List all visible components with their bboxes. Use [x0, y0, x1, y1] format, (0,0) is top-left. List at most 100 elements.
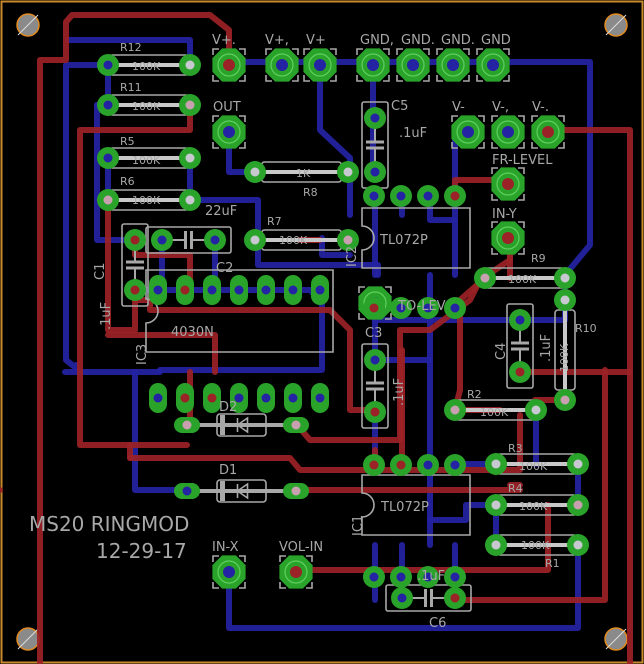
connector-label: IN-Y [492, 207, 517, 222]
pad-hole [315, 285, 325, 295]
ref-label: C6 [429, 616, 446, 631]
pad-hole [207, 285, 217, 295]
connector-hole [223, 566, 235, 578]
connector-hole [502, 232, 514, 244]
pad-hole [369, 191, 379, 201]
ref-label: IC2 [345, 246, 360, 267]
connector-outline [436, 48, 470, 82]
connector-ring [401, 53, 425, 77]
connector-label: TO-LEV [397, 299, 446, 314]
value-label: 100K [519, 500, 548, 513]
resistor-labels: R12 100K R11 100K R5 100K R6 100K R8 1K … [120, 41, 597, 570]
value-label: .1uF [417, 569, 445, 584]
diode-band [220, 481, 225, 501]
ref-label: R12 [120, 41, 142, 54]
ref-label: R7 [267, 215, 282, 228]
pad-hole [234, 393, 244, 403]
value-label: 100K [558, 343, 571, 372]
diode-body [216, 413, 267, 437]
pad-hole [396, 460, 406, 470]
connector-hole [462, 126, 474, 138]
pad-hole [450, 405, 460, 415]
ref-label: R2 [467, 388, 482, 401]
connector-label: V+, [265, 33, 289, 48]
pad-hole [396, 572, 406, 582]
pad-hole [423, 572, 433, 582]
value-label: 1K [296, 167, 311, 180]
pad-hole [573, 500, 583, 510]
mounting-hole-icon [16, 627, 40, 651]
ref-label: R6 [120, 175, 135, 188]
value-label: 22uF [205, 204, 237, 219]
connector-outline [396, 48, 430, 82]
pad-hole [343, 167, 353, 177]
connector-ring [308, 53, 332, 77]
pad-hole [250, 235, 260, 245]
ref-label: R4 [508, 482, 523, 495]
pad-hole [130, 235, 140, 245]
pad-hole [291, 486, 301, 496]
board-date: 12-29-17 [96, 539, 187, 563]
connector-ring [456, 120, 480, 144]
pad-hole [130, 285, 140, 295]
pad-hole [234, 285, 244, 295]
value-label: .1uF [99, 302, 114, 330]
connector-ring [217, 560, 241, 584]
diode-band [220, 415, 225, 435]
pad-hole [185, 60, 195, 70]
ref-label: D1 [219, 463, 237, 478]
connector-label: VOL-IN [279, 540, 323, 555]
ref-label: R8 [303, 186, 318, 199]
pad-hole [180, 285, 190, 295]
connector-label: V-, [492, 100, 509, 115]
connector-outline [212, 115, 246, 149]
connector-label: GND. [441, 33, 475, 48]
pad-hole [157, 235, 167, 245]
ref-label: C5 [391, 99, 408, 114]
pad-hole [261, 285, 271, 295]
ref-label: C2 [216, 261, 233, 276]
connector-ring [284, 560, 308, 584]
ref-label: R3 [508, 442, 523, 455]
pad-hole [423, 303, 433, 313]
pad-hole [103, 100, 113, 110]
connector-outline [212, 48, 246, 82]
connector-hole [407, 59, 419, 71]
connector-outline [491, 167, 525, 201]
connector-hole [276, 59, 288, 71]
connector-label: V+. [212, 33, 236, 48]
pad-hole [369, 303, 379, 313]
diode-icon [231, 416, 254, 434]
connector-outline [356, 48, 390, 82]
pad-hole [396, 191, 406, 201]
connector-label: OUT [213, 100, 241, 115]
connector-label: GND [481, 33, 511, 48]
pad-hole [450, 593, 460, 603]
pad-hole [515, 315, 525, 325]
pad-hole [370, 167, 380, 177]
value-label: TL072P [379, 233, 428, 248]
value-label: 4030N [171, 325, 214, 340]
ref-label: IC1 [351, 515, 366, 536]
diode-body [216, 479, 267, 503]
pad-hole [369, 460, 379, 470]
connector-outline [303, 48, 337, 82]
connector-ring [496, 120, 520, 144]
pad-hole [491, 459, 501, 469]
value-label: .1uF [399, 126, 427, 141]
pad-hole [261, 393, 271, 403]
pads-layer [97, 48, 589, 609]
connector-ring [496, 226, 520, 250]
pad-hole [182, 486, 192, 496]
ref-label: R10 [575, 322, 597, 335]
pad-hole [515, 367, 525, 377]
connector-label: V-. [532, 100, 549, 115]
value-label: .1uF [539, 334, 554, 362]
connector-ring [217, 53, 241, 77]
connector-hole [487, 59, 499, 71]
ref-label: R1 [545, 557, 560, 570]
pad-hole [423, 460, 433, 470]
ref-label: C4 [494, 343, 509, 360]
connector-outline [265, 48, 299, 82]
pad-hole [291, 420, 301, 430]
